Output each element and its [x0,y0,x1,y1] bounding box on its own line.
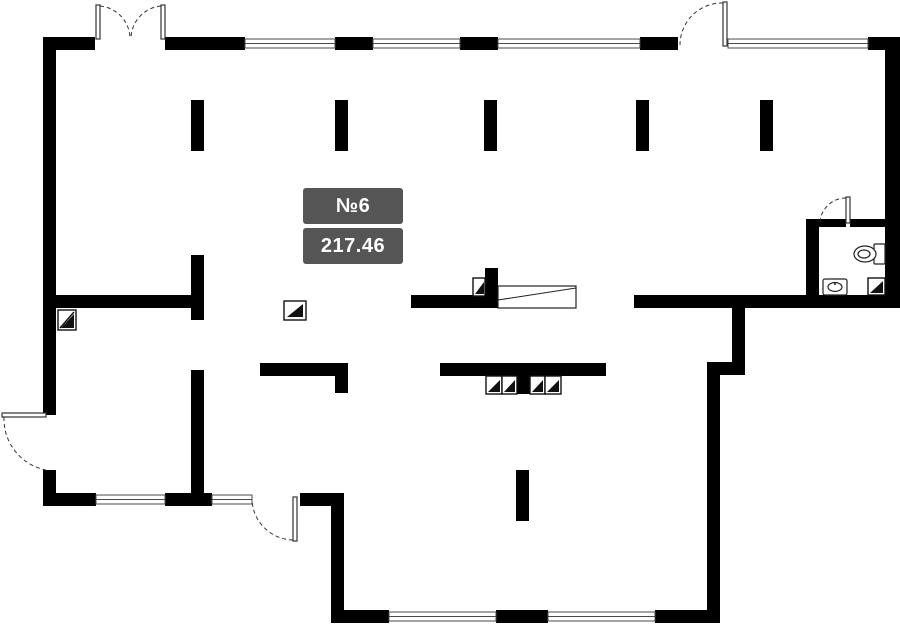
unit-area-badge: 217.46 [303,228,403,264]
door-bottom [251,496,298,542]
door-top-right [679,1,728,47]
window-top-4 [727,38,869,49]
windows [95,38,869,622]
shaft-left-room [57,309,77,331]
double-door-top-left [95,4,166,40]
window-top-1 [244,38,336,49]
shaft-bathroom [867,277,886,296]
exterior-walls [43,37,900,623]
shaft-row-2 [501,375,518,395]
shafts [57,277,886,395]
counter [497,285,577,309]
door-bathroom [819,196,851,224]
window-bottom-1 [388,611,497,622]
shaft-row-3 [529,375,546,395]
toilet-icon [853,243,886,265]
door-left-entry [1,412,47,471]
shaft-row-4 [544,375,562,395]
unit-number-badge: №6 [303,188,403,224]
window-bottom-left [95,494,166,505]
window-bottom-2 [547,611,656,622]
doors [1,1,851,542]
window-top-2 [372,38,461,49]
shaft-row-1 [485,375,503,395]
interior-walls [56,219,900,506]
window-top-3 [497,38,641,49]
bathroom-fixtures [822,243,886,296]
columns [191,100,773,521]
shaft-center [283,300,307,321]
sink-icon [822,278,848,296]
window-bottom-mid [211,494,253,505]
shaft-counter [472,277,486,297]
